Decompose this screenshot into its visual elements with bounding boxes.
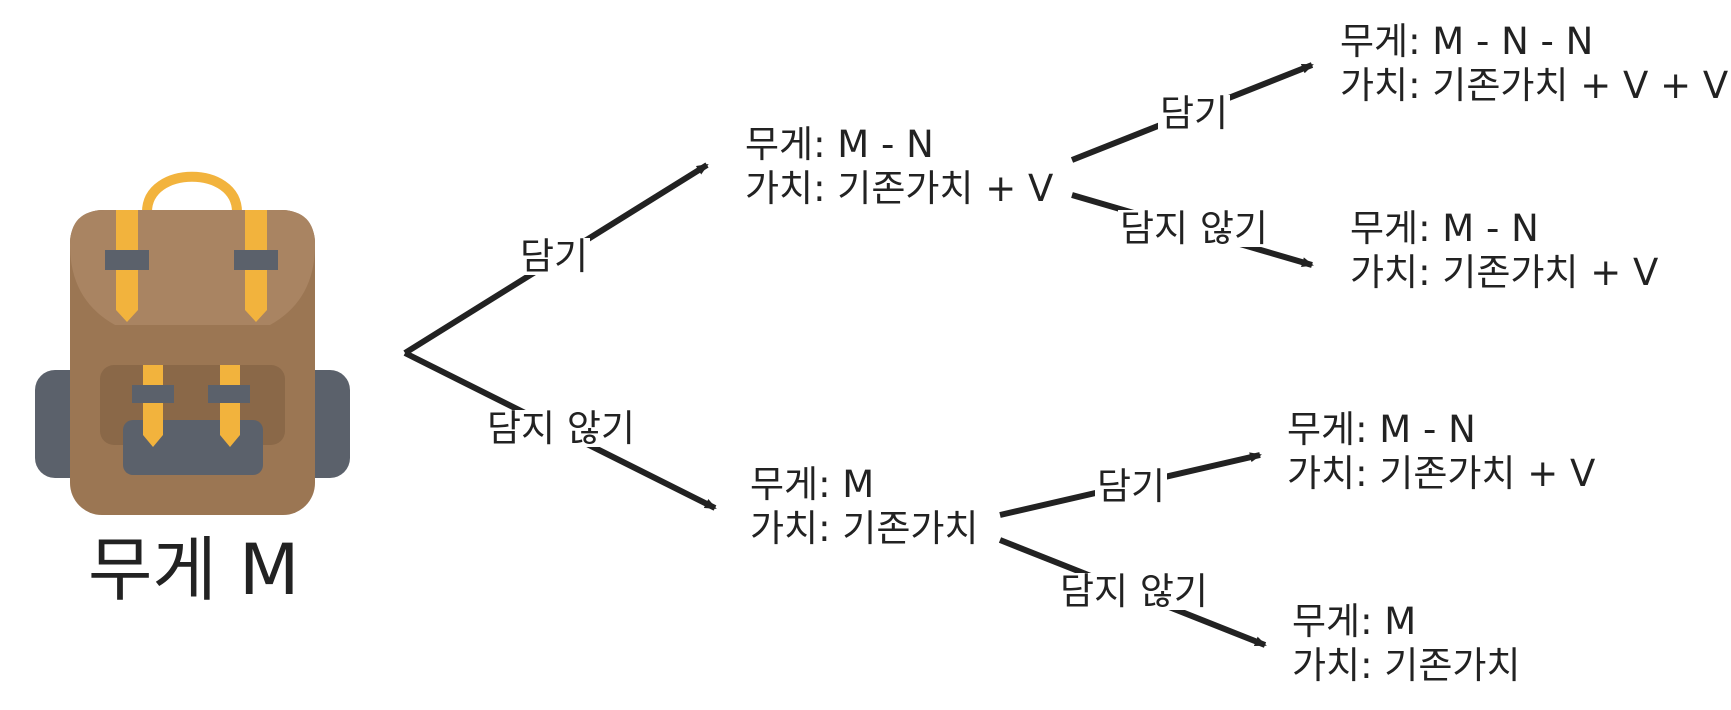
node-skip-weight: 무게: M	[750, 463, 875, 506]
backpack-icon	[35, 171, 350, 515]
edge-label-take-take: 담기	[1158, 92, 1231, 135]
edge-label-skip-skip: 담지 않기	[1058, 570, 1210, 613]
node-take: 무게: M - N 가치: 기존가치 + V	[745, 123, 1053, 211]
node-skip: 무게: M 가치: 기존가치	[750, 463, 978, 551]
edge-label-skip-take: 담기	[1095, 465, 1168, 508]
root-weight-label: 무게 M	[88, 529, 300, 611]
edge-label-root-take: 담기	[518, 235, 591, 278]
node-take-take-weight: 무게: M - N - N	[1340, 20, 1594, 63]
node-take-skip: 무게: M - N 가치: 기존가치 + V	[1350, 207, 1658, 295]
node-skip-skip-weight: 무게: M	[1292, 600, 1417, 643]
node-take-value: 가치: 기존가치 + V	[745, 167, 1054, 210]
node-skip-take-value: 가치: 기존가치 + V	[1287, 452, 1596, 495]
edge-label-root-skip: 담지 않기	[485, 407, 637, 450]
node-skip-skip-value: 가치: 기존가치	[1292, 644, 1521, 687]
node-take-skip-value: 가치: 기존가치 + V	[1350, 251, 1659, 294]
node-skip-skip: 무게: M 가치: 기존가치	[1292, 600, 1520, 688]
node-take-take-value: 가치: 기존가치 + V + V	[1340, 64, 1729, 107]
node-take-take: 무게: M - N - N 가치: 기존가치 + V + V	[1340, 20, 1728, 108]
node-take-weight: 무게: M - N	[745, 123, 934, 166]
node-skip-take: 무게: M - N 가치: 기존가치 + V	[1287, 408, 1595, 496]
node-skip-value: 가치: 기존가치	[750, 507, 979, 550]
node-skip-take-weight: 무게: M - N	[1287, 408, 1476, 451]
edge-label-take-skip: 담지 않기	[1118, 207, 1270, 250]
node-take-skip-weight: 무게: M - N	[1350, 207, 1539, 250]
